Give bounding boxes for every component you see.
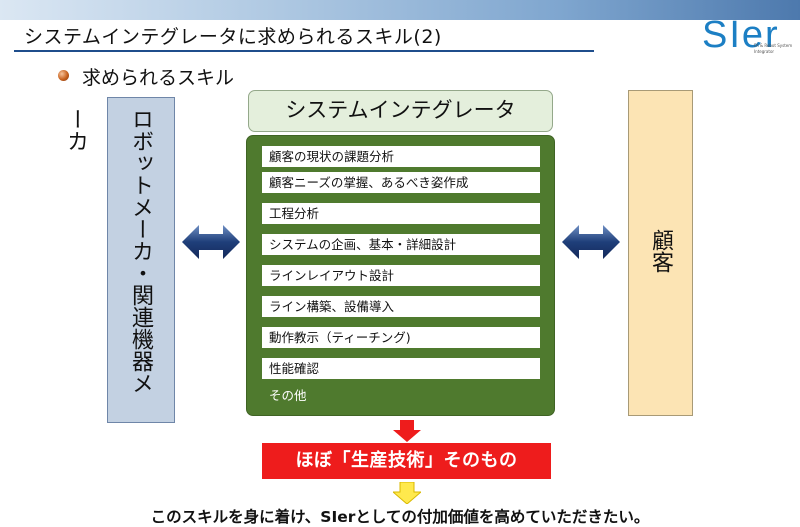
down-arrow-icon bbox=[393, 482, 421, 504]
skill-item: 顧客の現状の課題分析 bbox=[262, 146, 540, 167]
double-arrow-icon bbox=[562, 225, 620, 259]
conclusion-text: このスキルを身に着け、SIerとしての付加価値を高めていただきたい。 bbox=[150, 508, 650, 526]
slide-title: システムインテグレータに求められるスキル(2) bbox=[24, 26, 442, 48]
logo-subtext: FA & Robot System bbox=[754, 43, 793, 48]
customer-label: 顧客 bbox=[648, 229, 673, 273]
title-underline bbox=[14, 50, 594, 52]
skill-other-label: その他 bbox=[269, 388, 307, 403]
skill-item: システムの企画、基本・詳細設計 bbox=[262, 234, 540, 255]
bullet-icon bbox=[58, 70, 69, 81]
down-arrow-icon bbox=[393, 420, 421, 442]
logo-subtext: Integrator bbox=[754, 49, 775, 54]
skill-item: 性能確認 bbox=[262, 358, 540, 379]
system-integrator-header: システムインテグレータ bbox=[248, 90, 553, 132]
robot-maker-label: ロボットメーカ・関連機器メーカ bbox=[63, 108, 153, 394]
customer-box: 顧客 bbox=[628, 90, 693, 416]
robot-maker-box: ロボットメーカ・関連機器メーカ bbox=[63, 97, 175, 423]
top-gradient-strip bbox=[0, 0, 800, 20]
skills-panel: 顧客の現状の課題分析 顧客ニーズの掌握、あるべき姿作成 工程分析 システムの企画… bbox=[246, 135, 555, 416]
skill-item: 顧客ニーズの掌握、あるべき姿作成 bbox=[262, 172, 540, 193]
skill-item: ラインレイアウト設計 bbox=[262, 265, 540, 286]
sier-logo: SIer FA & Robot System Integrator bbox=[702, 14, 794, 62]
skill-item: 工程分析 bbox=[262, 203, 540, 224]
production-engineering-banner: ほぼ「生産技術」そのもの bbox=[262, 443, 551, 479]
logo-wordmark: SIer bbox=[702, 14, 780, 56]
double-arrow-icon bbox=[182, 225, 240, 259]
skill-item: 動作教示（ティーチング) bbox=[262, 327, 540, 348]
bullet-label: 求められるスキル bbox=[82, 67, 235, 89]
skill-item: ライン構築、設備導入 bbox=[262, 296, 540, 317]
